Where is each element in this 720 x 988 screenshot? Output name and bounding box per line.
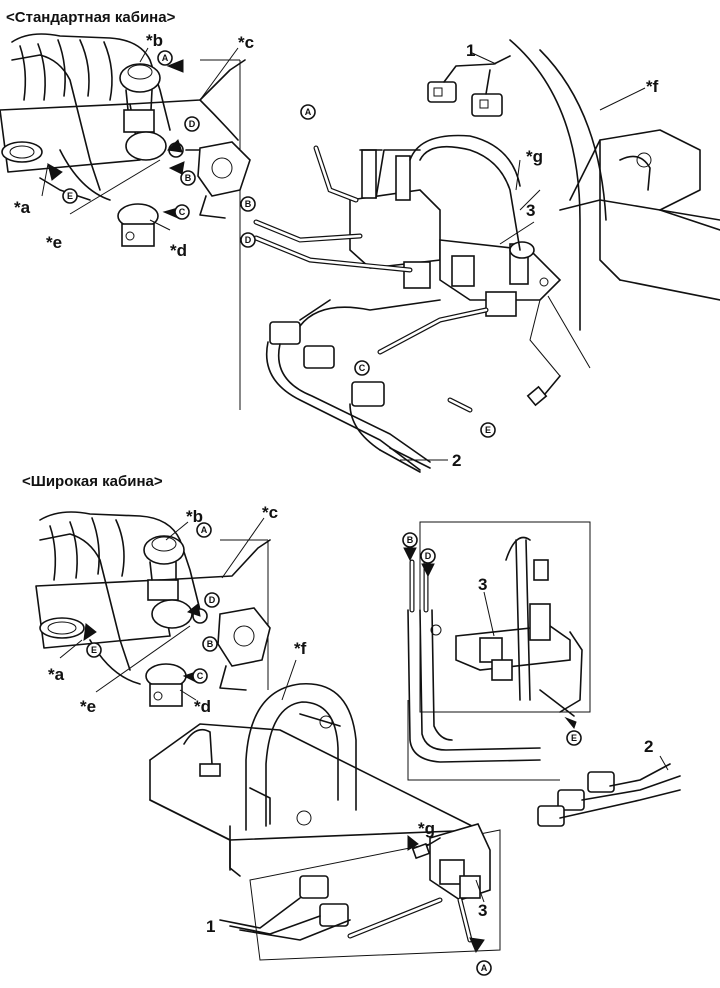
marker-d1-standard: D [184,116,200,132]
svg-text:C: C [359,363,366,373]
marker-e1-wide: E [86,642,102,658]
label-3a-wide: 3 [478,575,487,594]
label-1-wide: 1 [206,917,215,936]
wide-cab-heading: <Широкая кабина> [22,473,163,490]
marker-b1-wide: B [202,636,218,652]
label-f-wide: *f [294,639,307,658]
flow-arrow-g-wide [407,834,419,851]
harness-2-wide [537,755,681,827]
svg-text:D: D [245,235,252,245]
svg-text:D: D [209,595,216,605]
flow-arrow-e2-wide [564,716,577,730]
svg-text:D: D [189,119,196,129]
egr-valve-b-standard [119,63,161,133]
bolt-standard [526,295,591,407]
svg-text:D: D [425,551,432,561]
marker-d2-wide: D [420,548,436,564]
intake-manifold-wide [35,511,271,690]
label-2-standard: 2 [452,451,461,470]
marker-a2-standard: A [300,104,316,120]
svg-text:E: E [485,425,491,435]
svg-text:B: B [207,639,214,649]
label-e-standard: *e [46,233,62,252]
marker-c2-standard: C [354,360,370,376]
label-c-wide: *c [262,503,278,522]
standard-cab-heading: <Стандартная кабина> [6,9,176,26]
label-c-standard: *c [238,33,254,52]
label-d-standard: *d [170,241,187,260]
vsv-bracket-3-wide-upper [407,521,591,781]
flow-arrow-b-standard [168,161,185,175]
label-d-wide: *d [194,697,211,716]
flow-arrow-e-wide [83,623,97,642]
label-b-wide: *b [186,507,203,526]
label-1-standard: 1 [466,41,475,60]
marker-d1-wide: D [204,592,220,608]
body-panel-f-wide [149,683,481,877]
svg-text:E: E [571,733,577,743]
marker-a1-wide: A [196,522,212,538]
vsv-bracket-3-standard [349,149,562,317]
svg-text:B: B [245,199,252,209]
marker-e1-standard: E [62,188,78,204]
svg-text:A: A [305,107,312,117]
label-g-standard: *g [526,147,543,166]
marker-b2-wide: B [402,532,418,548]
marker-e2-standard: E [480,422,496,438]
harness-2-standard [266,299,448,473]
svg-text:E: E [67,191,73,201]
svg-text:E: E [91,645,97,655]
throttle-body-wide [217,607,271,691]
label-f-standard: *f [646,77,659,96]
flow-arrow-d2-wide [421,563,435,578]
label-b-standard: *b [146,31,163,50]
marker-e2-wide: E [566,730,582,746]
egr-valve-b-wide [143,535,185,601]
vsv-bracket-3-wide-lower [219,823,501,961]
flow-arrow-a-standard [166,59,184,73]
marker-a1-standard: A [157,50,173,66]
throttle-body-standard [197,141,251,219]
modulator-c-wide [151,599,208,629]
marker-b2-standard: B [240,196,256,212]
vsv-d-wide [145,663,187,707]
intake-manifold-standard [0,33,246,240]
flow-arrow-b-wide [403,547,417,562]
body-panel-f-standard [509,39,720,331]
connector-1-standard [427,51,511,117]
label-g-wide: *g [418,819,435,838]
svg-text:B: B [185,173,192,183]
svg-text:A: A [201,525,208,535]
hoses-standard [253,134,521,413]
vsv-d-standard [117,203,159,247]
label-a-standard: *a [14,198,31,217]
svg-text:C: C [197,671,204,681]
label-a-wide: *a [48,665,65,684]
flow-arrow-e-standard [47,162,63,181]
flow-arrow-a-wide [469,937,485,954]
marker-a2-wide: A [476,960,492,976]
svg-text:B: B [407,535,414,545]
label-3-standard: 3 [526,201,535,220]
marker-d2-standard: D [240,232,256,248]
svg-text:A: A [162,53,169,63]
flow-arrow-d-wide [186,603,201,617]
marker-c1-wide: C [192,668,208,684]
marker-c1-standard: C [174,204,190,220]
label-3b-wide: 3 [478,901,487,920]
label-2-wide: 2 [644,737,653,756]
marker-b1-standard: B [180,170,196,186]
svg-text:C: C [179,207,186,217]
flow-arrow-d-standard [166,139,183,153]
label-e-wide: *e [80,697,96,716]
svg-text:A: A [481,963,488,973]
